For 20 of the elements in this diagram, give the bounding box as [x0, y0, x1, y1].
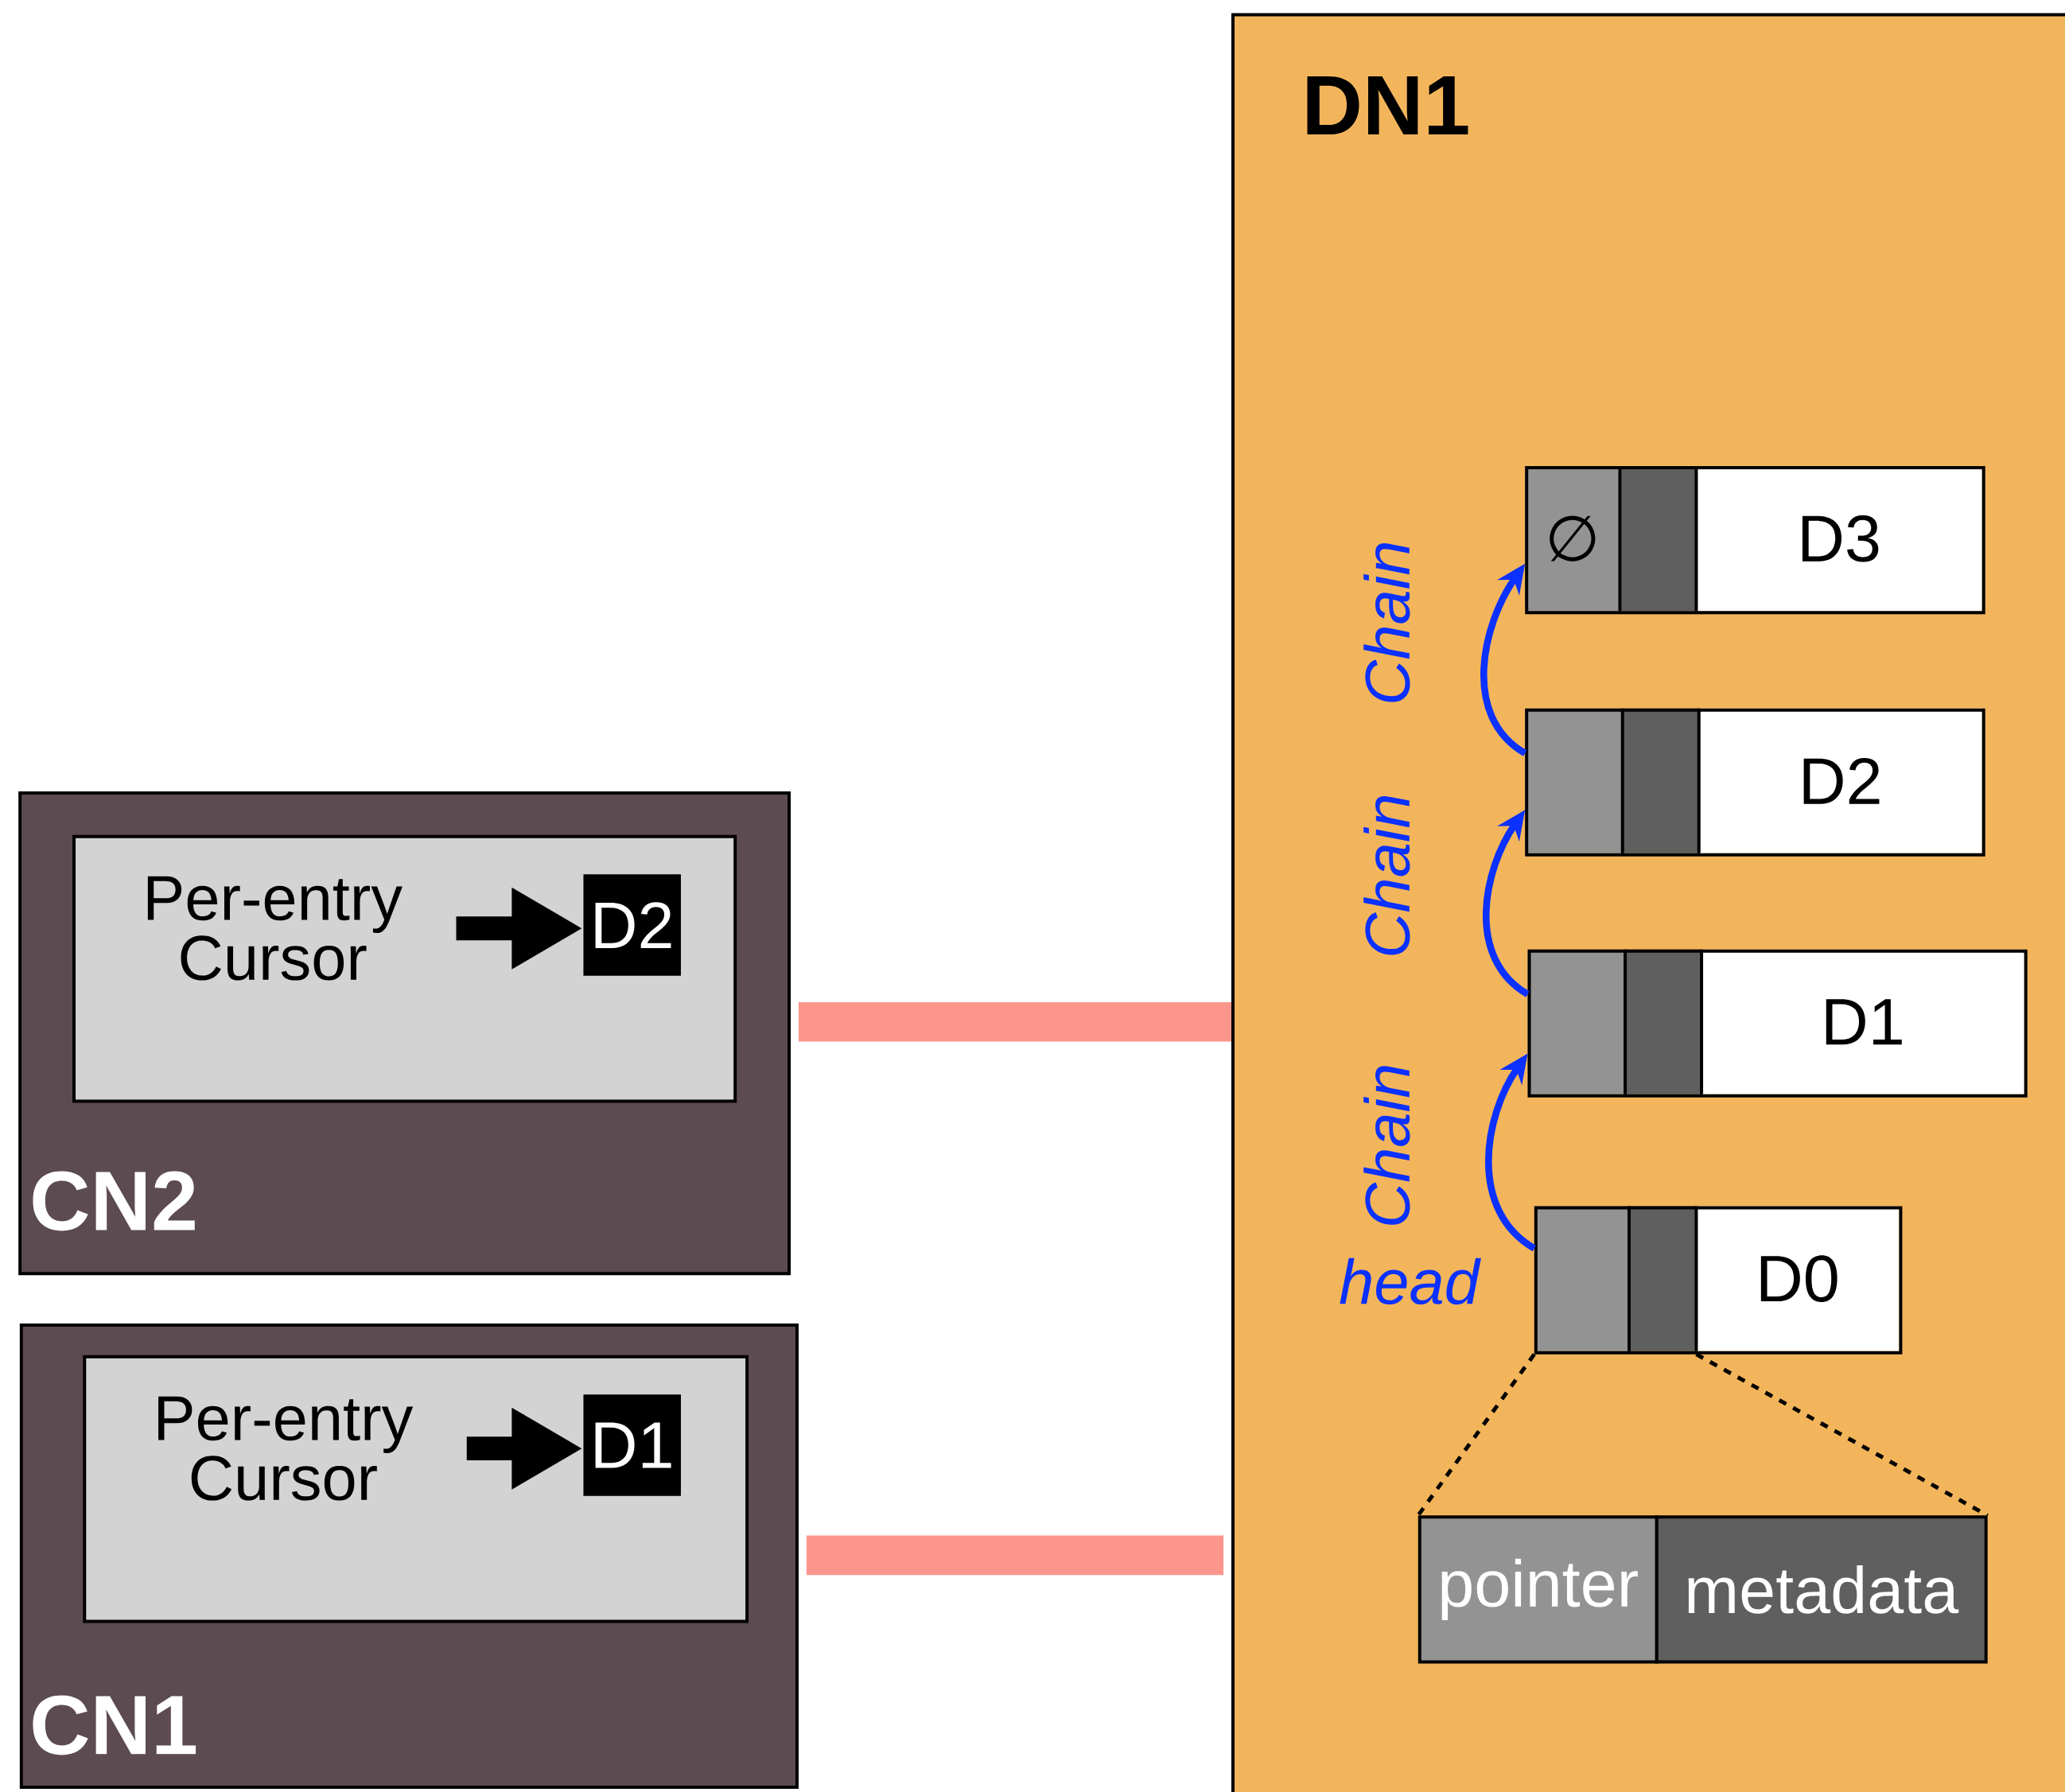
- field-cell: pointer: [1418, 1515, 1659, 1664]
- list-entry: D2: [1525, 706, 1985, 857]
- list-entry: D0: [1534, 1204, 1903, 1355]
- cursor-panel: [83, 1355, 749, 1623]
- entry-tag: D1: [583, 1394, 681, 1496]
- link-line: [806, 1535, 1224, 1575]
- list-entry: D3 ∅: [1525, 464, 1985, 615]
- entry-tag: D2: [583, 874, 681, 976]
- edge-label: Chain: [1360, 537, 1413, 709]
- zoom-line: [1416, 1353, 1536, 1517]
- edge-label: Chain: [1360, 1060, 1413, 1231]
- zoom-line: [1695, 1352, 1989, 1518]
- cursor-label: Per-entry Cursor: [147, 876, 402, 981]
- cursor-label: Per-entry Cursor: [158, 1396, 414, 1501]
- cursor-panel: [72, 834, 737, 1103]
- list-entry: D1: [1527, 947, 2028, 1098]
- edge-label: Chain: [1360, 790, 1413, 961]
- field-cell: metadata: [1655, 1515, 1988, 1664]
- beside-label: head: [1340, 1258, 1481, 1304]
- link-line: [798, 1001, 1231, 1042]
